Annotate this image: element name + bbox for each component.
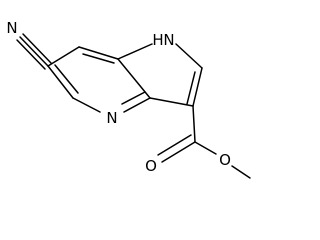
bond-c7-c7a-double [82,53,115,64]
bond-c3-carbonyl [192,105,196,143]
atom-pyridine-n: N [106,109,117,127]
bond-c7a-n1 [117,43,153,60]
bond-carbonyl-o [161,141,196,163]
bond-ester-o-methyl [231,165,251,179]
bond-nitrile-triple-2 [22,33,52,64]
atom-pyrrole-h: H [152,31,163,49]
bond-c3a-n4-double [121,91,146,105]
molecule-structure: N H N N O O [6,19,251,179]
bond-c2-c3 [192,67,203,107]
atom-ester-o: O [219,151,231,169]
bond-c3-c3a [149,97,194,107]
atom-pyrrole-n: N [163,31,174,49]
bond-c2-c3-double [186,71,196,105]
bond-carbonyl-ester-o [194,141,217,155]
bond-carbonyl-o-double [157,134,192,156]
bond-c5-c6-double [54,64,79,94]
bond-c7-c7a [78,46,119,60]
bond-n1-c2 [175,43,203,69]
bond-nitrile-triple-1 [19,36,49,67]
bond-c5-c6 [47,65,74,99]
bond-c6-c7 [47,46,80,67]
atom-nitrile-n: N [6,19,17,37]
atom-carbonyl-o: O [145,157,157,175]
bond-nitrile-triple-3 [16,39,46,70]
bond-n4-c5 [72,97,101,113]
bond-c3a-n4 [123,97,151,113]
